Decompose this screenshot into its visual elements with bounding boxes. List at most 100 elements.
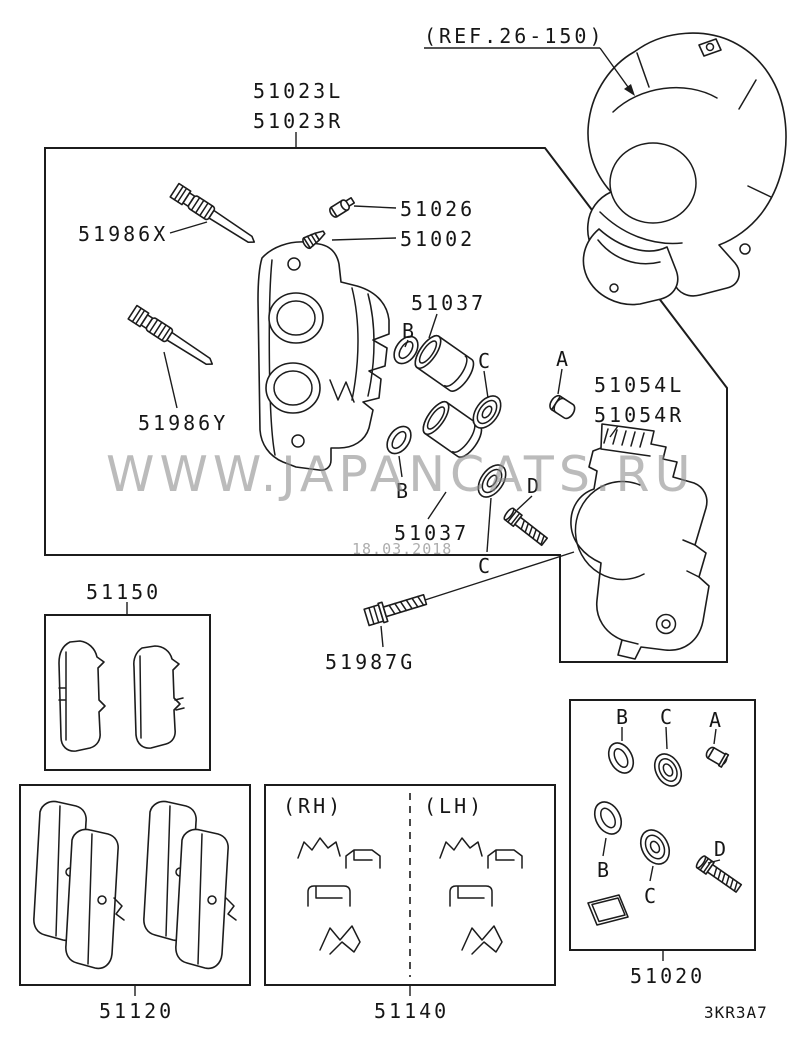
leader-51986y (163, 351, 178, 409)
cap-nub (345, 196, 356, 207)
oring-outer (593, 801, 623, 835)
dust-shield-lip (582, 228, 679, 306)
oring-inner (391, 430, 407, 450)
callout-b-1: B (402, 319, 418, 343)
dust-shield-rib-2 (599, 211, 683, 245)
part-label-piston-top: 51037 (411, 291, 487, 315)
pin-bolt-d-part (503, 507, 549, 547)
pad-slot (165, 805, 171, 937)
shim-left (58, 640, 106, 752)
piston-boot-upper (472, 395, 502, 429)
plug-flange (553, 397, 566, 414)
dust-shield-tab (698, 38, 722, 57)
ref-arrowhead (624, 84, 635, 96)
part-label-caliper-l: 51023L (253, 79, 344, 103)
leader-51987g (380, 625, 384, 648)
lh-clips (439, 837, 523, 955)
caliper-bore-upper-inner (276, 300, 316, 336)
caliper-pin-hole-upper (287, 257, 301, 271)
shim-outline (58, 640, 106, 752)
bolt-head-face (503, 507, 515, 521)
leader-a2 (713, 728, 717, 745)
rh-clips (297, 837, 381, 955)
caliper-pin-hole-lower (291, 434, 305, 448)
shim-outline (133, 645, 181, 749)
brake-pad (175, 828, 229, 970)
bleeder-cap-part (329, 196, 356, 218)
pin-head-lines (131, 307, 146, 325)
ref-arrow-line (599, 47, 629, 88)
clip-shape (319, 925, 361, 955)
piston-seal-lower (386, 425, 412, 455)
part-label-clips: 51140 (374, 999, 450, 1023)
pad-slot (197, 833, 203, 965)
bracket-hatching (600, 428, 651, 457)
boot-mid (476, 399, 498, 425)
brake-pad (65, 828, 119, 970)
wear-indicator (225, 897, 237, 921)
callout-c-4: C (644, 884, 660, 908)
leader-51987g-to-bracket (424, 551, 575, 601)
plug-flange (717, 752, 730, 768)
leader-b1 (404, 339, 409, 348)
pin-shaft (208, 209, 256, 244)
leader-51054 (609, 425, 619, 438)
callout-d-2: D (714, 837, 730, 861)
side-label-rh: (RH) (283, 794, 344, 818)
pad-dot (207, 895, 217, 905)
leader-51986x (169, 221, 208, 234)
brake-pads (33, 800, 237, 970)
dust-shield-outline (586, 32, 787, 297)
pad-outline (175, 828, 229, 970)
caliper-outline (257, 241, 390, 471)
ref-note-label: (REF.26-150) (424, 24, 605, 48)
leader-51037-top (428, 313, 438, 339)
bolt-shaft (706, 863, 743, 893)
caliper-body (257, 241, 390, 471)
callout-c-1: C (478, 349, 494, 373)
dust-shield-fold-lines (597, 52, 772, 265)
clip-shape (307, 885, 351, 907)
pad-slot (55, 805, 61, 937)
bolt-head-lines (368, 605, 380, 625)
dust-shield-bolt-hole-3 (609, 283, 619, 293)
part-label-caliper-r: 51023R (253, 109, 344, 133)
dust-shield-bolt-hole-1 (705, 42, 715, 52)
kit-boot-c2 (639, 829, 671, 865)
oring-inner (600, 807, 616, 829)
part-label-seal-kit: 51020 (630, 964, 706, 988)
pin-shaft (166, 331, 214, 366)
part-label-piston-bottom: 51037 (394, 521, 470, 545)
part-label-pin-upper: 51986X (78, 222, 169, 246)
bracket-arch (574, 480, 645, 581)
callout-d-1: D (527, 474, 543, 498)
leader-b4 (602, 837, 607, 857)
kit-seal-b1 (607, 742, 635, 774)
leader-lines (126, 47, 721, 996)
boot-outer (472, 395, 502, 429)
boot-outer (653, 753, 683, 787)
callout-b-2: B (396, 479, 412, 503)
boot-inner (649, 840, 661, 854)
main-assembly-box (44, 147, 728, 663)
boot-mid (481, 468, 503, 494)
kit-boot-c1 (653, 753, 683, 787)
bolt-threads (388, 595, 425, 615)
caliper-fingers (268, 259, 375, 456)
boot-inner (481, 405, 493, 419)
part-label-shims: 51150 (86, 580, 162, 604)
dust-shield (582, 32, 787, 306)
lock-bolt-part (363, 593, 428, 627)
part-label-pads: 51120 (99, 999, 175, 1023)
oring-outer (386, 425, 412, 455)
piston-bore (418, 340, 438, 364)
part-label-bleeder: 51002 (400, 227, 476, 251)
leader-c4 (649, 865, 654, 882)
oring-inner (613, 748, 629, 768)
pad-outline (65, 828, 119, 970)
piston-face (422, 400, 450, 436)
plug-a-part (549, 394, 576, 420)
seal-kit-contents (587, 742, 743, 926)
dust-shield-rib-1 (612, 86, 718, 113)
shim-right (133, 645, 185, 749)
